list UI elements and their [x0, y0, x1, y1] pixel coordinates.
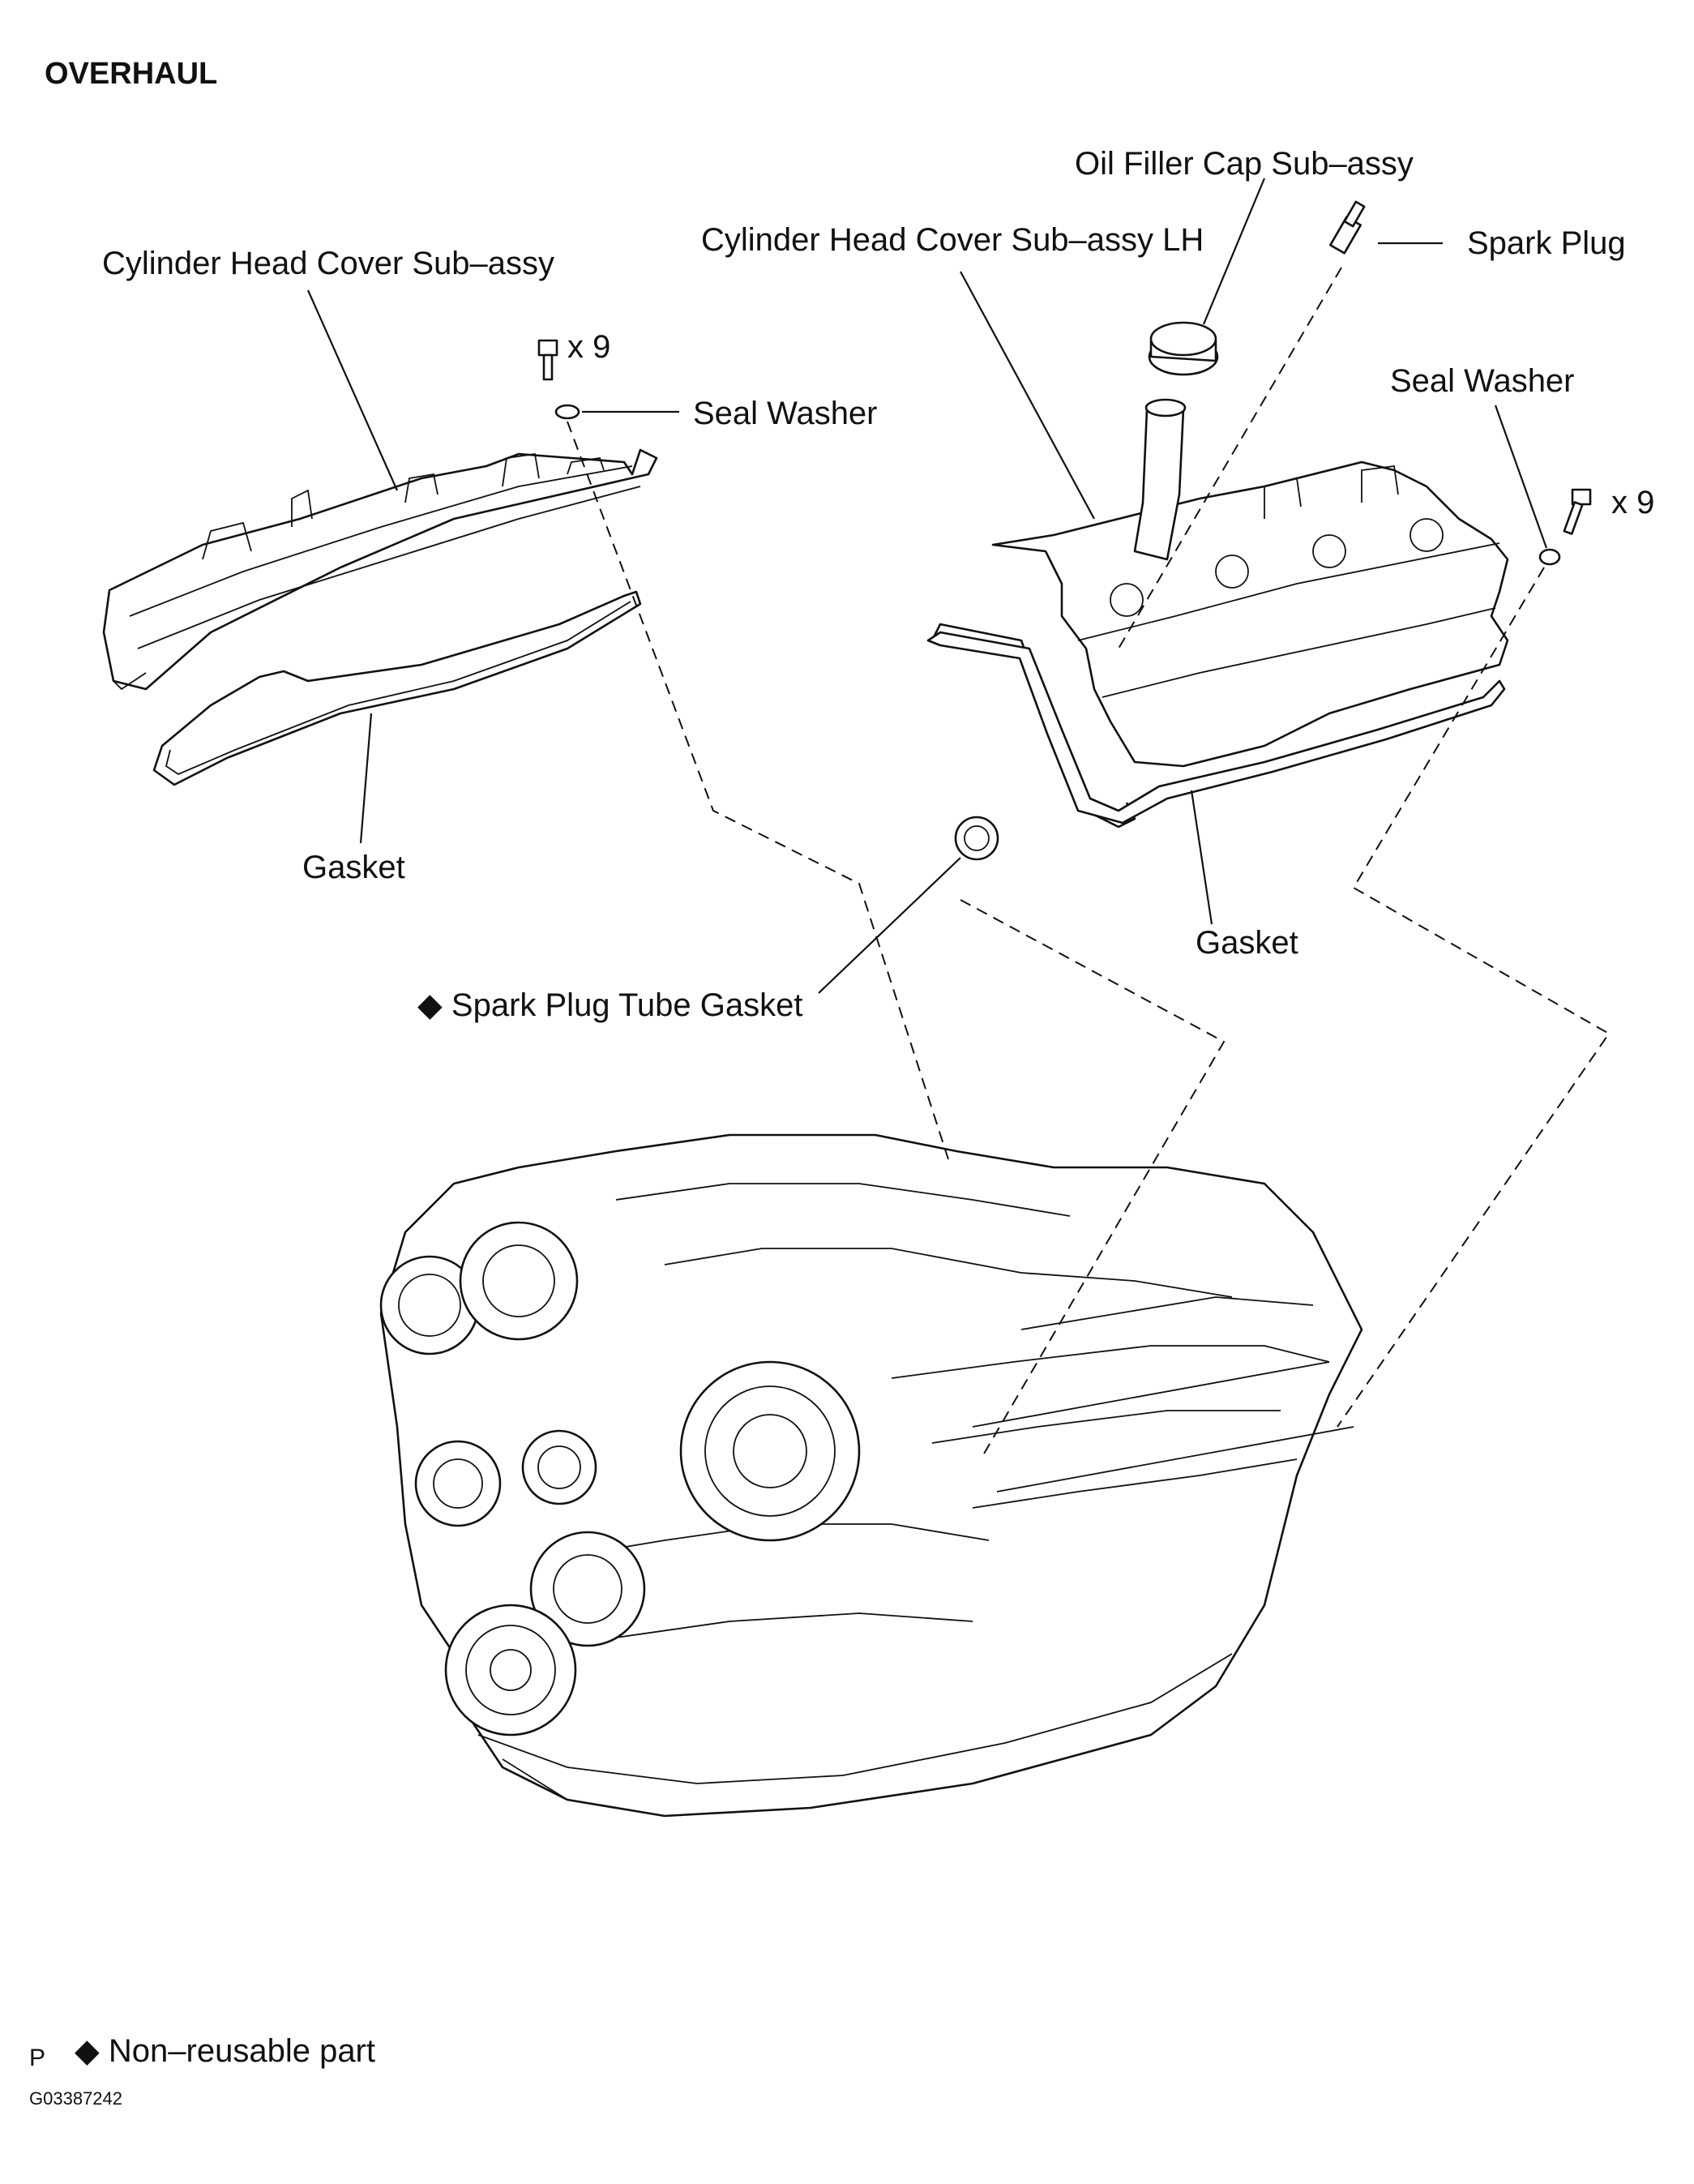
spark-plug-tube-gasket-drawing [954, 816, 999, 861]
label-rh-gasket: Gasket [302, 850, 405, 885]
rh-cylinder-head-cover-drawing [102, 448, 658, 691]
label-oil-filler-cap: Oil Filler Cap Sub–assy [1075, 146, 1414, 182]
alignment-line-lh-bolt [1337, 567, 1611, 1428]
spark-plug-drawing [1329, 200, 1366, 255]
label-spark-plug-tube-gasket: ◆ Spark Plug Tube Gasket [417, 989, 802, 1021]
leader-rh-gasket [359, 713, 373, 844]
label-spark-plug: Spark Plug [1467, 225, 1626, 261]
oil-filler-cap-drawing [1148, 321, 1219, 376]
legend-non-reusable: ◆ Non–reusable part [75, 2035, 375, 2067]
page-title: OVERHAUL [45, 57, 218, 91]
legend-text: Non–reusable part [108, 2033, 375, 2069]
page-mark: P [29, 2045, 46, 2071]
rh-bolt-drawing [537, 339, 558, 381]
label-rh-cylinder-head-cover: Cylinder Head Cover Sub–assy [102, 246, 555, 281]
lh-gasket-drawing [926, 631, 1506, 824]
leader-oil-filler-cap [1202, 178, 1266, 325]
leader-lh-cover [960, 271, 1095, 520]
label-rh-seal-washer: Seal Washer [693, 396, 878, 431]
non-reusable-diamond-icon: ◆ [417, 987, 443, 1023]
rh-gasket-drawing [152, 590, 642, 786]
label-lh-gasket: Gasket [1196, 925, 1298, 961]
engine-block-drawing [379, 1133, 1363, 1818]
leader-rh-cover [306, 289, 399, 491]
leader-lh-gasket [1190, 790, 1213, 925]
leader-lh-seal-washer [1494, 405, 1548, 549]
oil-filler-neck-drawing [1133, 398, 1187, 561]
legend-diamond-icon: ◆ [75, 2033, 100, 2069]
label-lh-bolt-quantity: x 9 [1611, 485, 1655, 520]
label-lh-seal-washer: Seal Washer [1390, 363, 1575, 399]
lh-bolt-drawing [1563, 488, 1592, 535]
leader-spark-plug-tube-gasket [818, 857, 961, 994]
figure-id: G03387242 [29, 2088, 122, 2109]
label-rh-bolt-quantity: x 9 [567, 329, 611, 365]
alignment-line-tube-gasket [960, 899, 1226, 1460]
label-spark-plug-tube-gasket-text: Spark Plug Tube Gasket [451, 987, 803, 1023]
alignment-line-rh-bolt [567, 421, 949, 1160]
lh-cylinder-head-cover-drawing [930, 460, 1509, 829]
rh-seal-washer-drawing [554, 404, 580, 420]
lh-seal-washer-drawing [1538, 548, 1561, 566]
label-lh-cylinder-head-cover: Cylinder Head Cover Sub–assy LH [701, 222, 1204, 258]
